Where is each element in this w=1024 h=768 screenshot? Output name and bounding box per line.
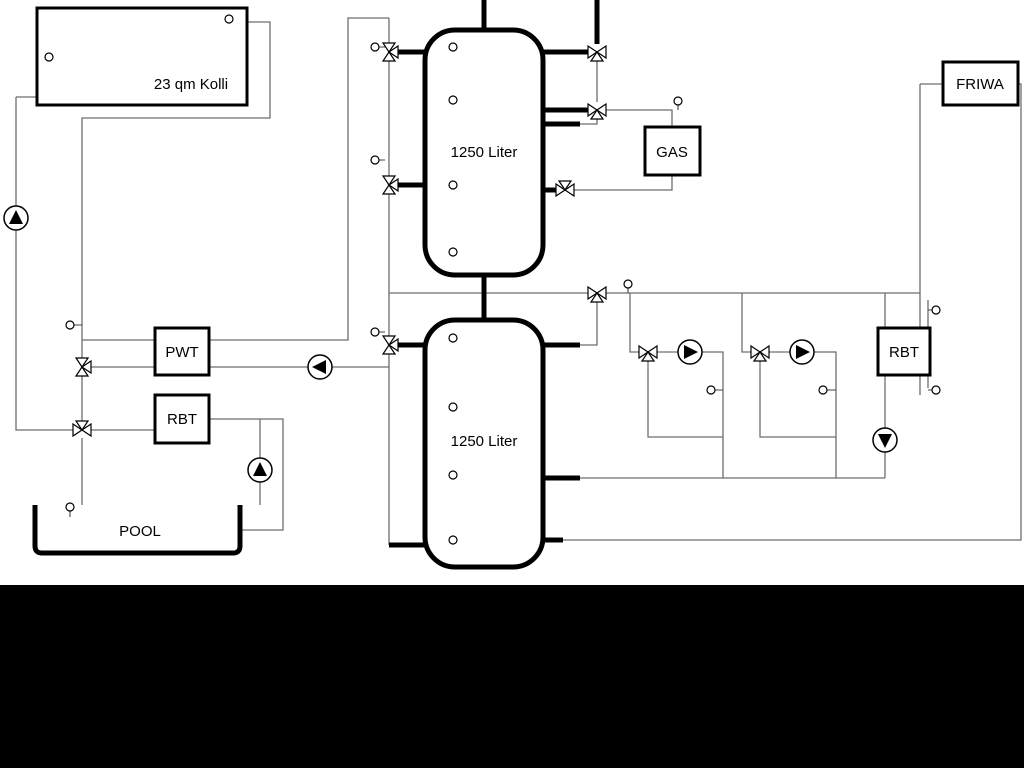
- temperature-sensor-icon: [448, 247, 458, 257]
- buffer-tank-bottom: 1250 Liter: [422, 317, 546, 570]
- buffer-tank-top: 1250 Liter: [422, 27, 546, 278]
- temperature-sensor-icon: [65, 502, 75, 512]
- three-way-valve-icon: [382, 335, 399, 355]
- temperature-sensor-icon: [448, 535, 458, 545]
- rbt-left-box: RBT: [153, 393, 211, 445]
- rbt-right-box: RBT: [876, 326, 932, 377]
- pipe-mixvalve-drop: [580, 301, 598, 346]
- pump-icon: [3, 205, 29, 231]
- temperature-sensor-icon: [448, 95, 458, 105]
- temperature-sensor-icon: [448, 470, 458, 480]
- pipe-heating-loop-1: [629, 293, 724, 478]
- pwt-label: PWT: [165, 344, 198, 361]
- three-way-valve-icon: [587, 286, 607, 303]
- three-way-valve-icon: [587, 45, 607, 62]
- temperature-sensor-icon: [448, 333, 458, 343]
- pipe-friwa-circuit: [563, 83, 1022, 541]
- pipe-heating-loop-2: [741, 293, 837, 478]
- pipe-solar-circuit: [15, 21, 271, 505]
- temperature-sensor-icon: [370, 42, 380, 52]
- temperature-sensor-icon: [448, 180, 458, 190]
- temperature-sensor-icon: [931, 305, 941, 315]
- pipe-top-headers: [481, 0, 600, 44]
- temperature-sensor-icon: [370, 327, 380, 337]
- pipe-pwt-risers: [209, 17, 389, 368]
- temperature-sensor-icon: [673, 96, 683, 106]
- pool-label: POOL: [119, 523, 161, 540]
- three-way-valve-icon: [382, 175, 399, 195]
- pipe-tank-stubs-left: [389, 49, 425, 548]
- three-way-valve-icon: [72, 420, 92, 437]
- temperature-sensor-icon: [706, 385, 716, 395]
- three-way-valve-icon: [638, 345, 658, 362]
- friwa-box: FRIWA: [941, 60, 1020, 107]
- temperature-sensor-icon: [224, 14, 234, 24]
- collector-label: 23 qm Kolli: [154, 76, 228, 93]
- three-way-valve-icon: [382, 42, 399, 62]
- temperature-sensor-icon: [818, 385, 828, 395]
- temperature-sensor-icon: [448, 42, 458, 52]
- pool-basin: POOL: [32, 505, 243, 556]
- three-way-valve-icon: [75, 357, 92, 377]
- temperature-sensor-icon: [44, 52, 54, 62]
- buffer-tank-top-label: 1250 Liter: [451, 144, 518, 161]
- three-way-valve-icon: [750, 345, 770, 362]
- rbt-right-label: RBT: [889, 344, 919, 361]
- pipe-gas-circuit: [574, 60, 673, 191]
- three-way-valve-icon: [587, 103, 607, 120]
- gas-boiler-label: GAS: [656, 144, 688, 161]
- bottom-black-band: [0, 585, 1024, 768]
- friwa-label: FRIWA: [956, 76, 1004, 93]
- pump-icon: [307, 354, 333, 380]
- temperature-sensor-icon: [370, 155, 380, 165]
- collector-box: 23 qm Kolli: [35, 6, 249, 107]
- gas-boiler-box: GAS: [643, 125, 702, 177]
- pwt-box: PWT: [153, 326, 211, 377]
- buffer-tank-bottom-label: 1250 Liter: [451, 433, 518, 450]
- rbt-left-label: RBT: [167, 411, 197, 428]
- pipe-tank-stubs-right: [543, 49, 589, 543]
- three-way-valve-icon: [555, 180, 575, 197]
- pump-icon: [789, 339, 815, 365]
- temperature-sensor-icon: [65, 320, 75, 330]
- temperature-sensor-icon: [931, 385, 941, 395]
- pump-icon: [872, 427, 898, 453]
- pump-icon: [677, 339, 703, 365]
- pump-icon: [247, 457, 273, 483]
- temperature-sensor-icon: [623, 279, 633, 289]
- temperature-sensor-icon: [448, 402, 458, 412]
